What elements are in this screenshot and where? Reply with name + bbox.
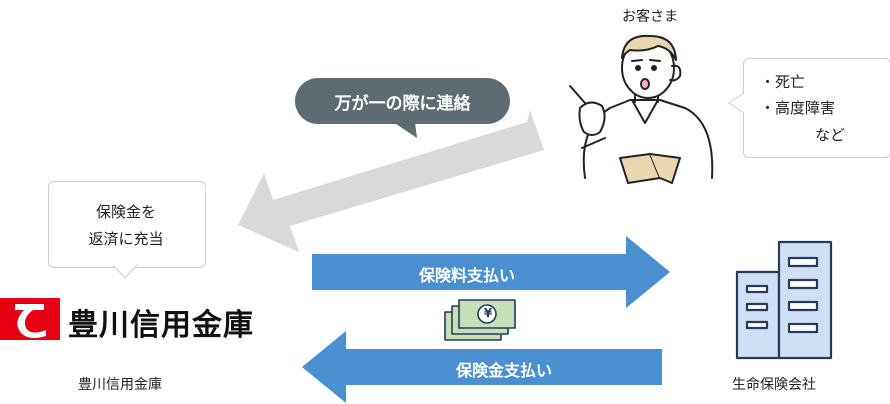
insurance-payment-label: 保険金支払い <box>455 361 552 380</box>
bank-callout-line-2: 返済に充当 <box>88 230 164 248</box>
bank-label: 豊川信用金庫 <box>78 377 162 393</box>
customer-illustration <box>569 34 714 184</box>
customer-callout-pointer <box>728 92 745 114</box>
bank-callout-line-1: 保険金を <box>95 203 156 221</box>
contact-bubble-text: 万が一の際に連絡 <box>334 94 471 114</box>
yen-money-icon <box>444 299 516 341</box>
insurer-building-icon <box>735 240 833 360</box>
event-death: ・死亡 <box>760 73 806 91</box>
event-etc: など <box>815 126 846 144</box>
contact-arrow-shape <box>238 110 544 252</box>
event-severe-disability: ・高度障害 <box>760 99 836 117</box>
premium-payment-label: 保険料支払い <box>418 266 515 285</box>
customer-label: お客さま <box>622 9 678 25</box>
contact-bubble <box>295 78 510 138</box>
bank-callout <box>48 181 206 268</box>
bank-callout-pointer <box>112 264 138 279</box>
premium-payment-arrow <box>312 236 670 308</box>
insurance-payment-arrow <box>302 331 662 403</box>
yen-symbol: ¥ <box>483 306 493 320</box>
bank-logo-text: 豊川信用金庫 <box>68 308 254 343</box>
insurer-label: 生命保険会社 <box>732 377 816 393</box>
bank-logo-icon <box>0 298 60 340</box>
